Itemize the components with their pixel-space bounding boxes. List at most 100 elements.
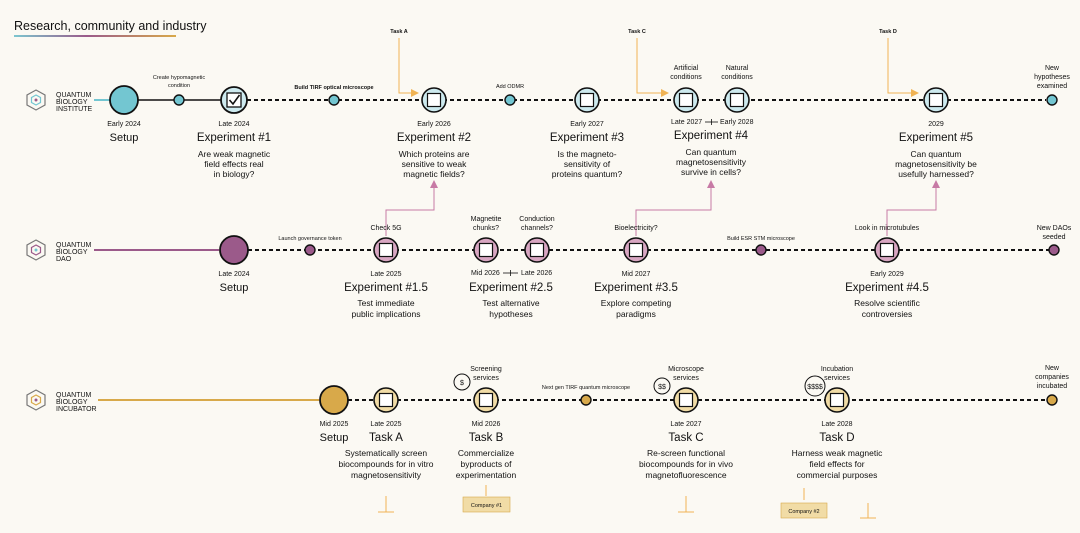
task-d-title: Task D [819, 432, 854, 444]
institute-small-node-2[interactable] [328, 94, 340, 106]
experiment-5-desc-2: magnetosensitivity be [895, 159, 977, 169]
exp-2-5-top2-a: Conduction [519, 216, 555, 223]
institute-end-3: examined [1037, 83, 1067, 90]
dao-end-2: seeded [1043, 234, 1066, 241]
institute-name-3: INSTITUTE [56, 106, 92, 113]
incubator-end-node[interactable] [1046, 394, 1058, 406]
task-b-money-icon [453, 373, 471, 391]
dao-name-2: BIOLOGY [56, 249, 88, 256]
task-c-desc-1: Re-screen functional [647, 448, 725, 458]
incubator-end-2: companies [1035, 374, 1069, 381]
task-c-top-b: services [673, 375, 699, 382]
incubator-logo-icon [26, 389, 46, 411]
task-b-desc-3: experimentation [456, 470, 517, 480]
exp-2-5-date-b: Late 2026 [521, 270, 552, 277]
experiment-5-title: Experiment #5 [899, 132, 973, 144]
institute-setup-label: Setup [110, 132, 139, 144]
institute-task-d-label: Task D [879, 29, 897, 35]
institute-setup-node[interactable] [109, 85, 139, 115]
exp-3-5-desc-2: paradigms [616, 309, 656, 319]
institute-task-a-label: Task A [390, 29, 407, 35]
institute-small-node-3[interactable] [504, 94, 516, 106]
task-c-date: Late 2027 [670, 421, 701, 428]
institute-task-c-label: Task C [628, 29, 646, 35]
exp-1-5-date: Late 2025 [370, 271, 401, 278]
dao-setup-label: Setup [220, 282, 249, 294]
exp-2-5-desc-2: hypotheses [489, 309, 532, 319]
incubator-name-1: QUANTUM [56, 392, 92, 399]
task-d-money-icon [804, 375, 826, 397]
experiment-1-title: Experiment #1 [197, 132, 271, 144]
experiment-3-desc-3: proteins quantum? [552, 169, 623, 179]
company-1-badge[interactable] [462, 496, 511, 513]
task-a-desc-1: Systematically screen [345, 448, 427, 458]
company-2-badge[interactable] [780, 502, 828, 519]
exp-4-5-date: Early 2029 [870, 271, 904, 278]
dao-setup-node[interactable] [219, 235, 249, 265]
experiment-4-date-b: Early 2028 [720, 119, 754, 126]
task-c-desc-3: magnetofluorescence [645, 470, 727, 480]
incubator-setup-label: Setup [320, 432, 349, 444]
incubator-setup-date: Mid 2025 [320, 421, 349, 428]
institute-end-1: New [1045, 65, 1060, 72]
task-c-money-icon [653, 377, 671, 395]
dao-name-3: DAO [56, 256, 72, 263]
task-b-title: Task B [469, 432, 504, 444]
task-c-top-a: Microscope [668, 366, 704, 373]
exp-1-5-title: Experiment #1.5 [344, 282, 428, 294]
dao-logo-icon [26, 239, 46, 261]
exp-4-5-desc-2: controversies [862, 309, 913, 319]
dao-setup-date: Late 2024 [218, 271, 249, 278]
exp-2-5-desc-1: Test alternative [482, 298, 539, 308]
experiment-1-desc-1: Are weak magnetic [198, 149, 271, 159]
institute-small-node-1[interactable] [173, 94, 185, 106]
task-c-money: $$ [658, 384, 666, 391]
dao-small-node-2[interactable] [755, 244, 767, 256]
experiment-1-desc-2: field effects real [204, 159, 263, 169]
dao-small-label-1: Launch governance token [278, 236, 341, 242]
dao-small-node-1[interactable] [304, 244, 316, 256]
exp-1-5-desc-2: public implications [352, 309, 421, 319]
incubator-small-node-1[interactable] [580, 394, 592, 406]
task-d-desc-3: commercial purposes [797, 470, 878, 480]
task-a-date: Late 2025 [370, 421, 401, 428]
task-a-desc-2: biocompounds for in vitro [339, 459, 434, 469]
dao-end-node[interactable] [1048, 244, 1060, 256]
experiment-4-desc-2: magnetosensitivity [676, 157, 747, 167]
experiment-4-top1-a: Artificial [674, 65, 699, 72]
experiment-4-desc-3: survive in cells? [681, 167, 741, 177]
incubator-small-label-1: Next gen TIRF quantum microscope [542, 385, 630, 391]
experiment-5-desc-3: usefully harnessed? [898, 169, 974, 179]
task-c-title: Task C [668, 432, 703, 444]
incubator-setup-node[interactable] [319, 385, 349, 415]
experiment-2-title: Experiment #2 [397, 132, 471, 144]
exp-2-5-date-a: Mid 2026 [471, 270, 500, 277]
experiment-4-title: Experiment #4 [674, 130, 749, 142]
exp-2-5-top2-b: channels? [521, 225, 553, 232]
experiment-1-desc-3: in biology? [214, 169, 255, 179]
exp-2-5-title: Experiment #2.5 [469, 282, 553, 294]
experiment-3-date: Early 2027 [570, 121, 604, 128]
institute-end-node[interactable] [1046, 94, 1058, 106]
task-b-money: $ [460, 380, 464, 387]
experiment-2-desc-3: magnetic fields? [403, 169, 465, 179]
experiment-4-date-a: Late 2027 [671, 119, 702, 126]
experiment-1-date: Late 2024 [218, 121, 249, 128]
institute-setup-date: Early 2024 [107, 121, 141, 128]
task-b-date: Mid 2026 [472, 421, 501, 428]
incubator-row: QUANTUM BIOLOGY INCUBATOR Mid 2025 Setup… [26, 365, 1069, 519]
institute-small-label-3: Add ODMR [496, 84, 524, 90]
exp-4-5-title: Experiment #4.5 [845, 282, 929, 294]
institute-end-2: hypotheses [1034, 74, 1070, 81]
title-underline [14, 35, 176, 37]
experiment-2-date: Early 2026 [417, 121, 451, 128]
experiment-4-top1-b: conditions [670, 74, 702, 81]
institute-small-label-2: Build TIRF optical microscope [294, 85, 373, 91]
dao-small-label-2: Build ESR STM microscope [727, 236, 795, 242]
task-a-desc-3: magnetosensitivity [351, 470, 422, 480]
experiment-4-desc-1: Can quantum [685, 147, 736, 157]
incubator-name-2: BIOLOGY [56, 399, 88, 406]
exp-2-5-top1-a: Magnetite [471, 216, 502, 223]
incubator-end-1: New [1045, 365, 1060, 372]
